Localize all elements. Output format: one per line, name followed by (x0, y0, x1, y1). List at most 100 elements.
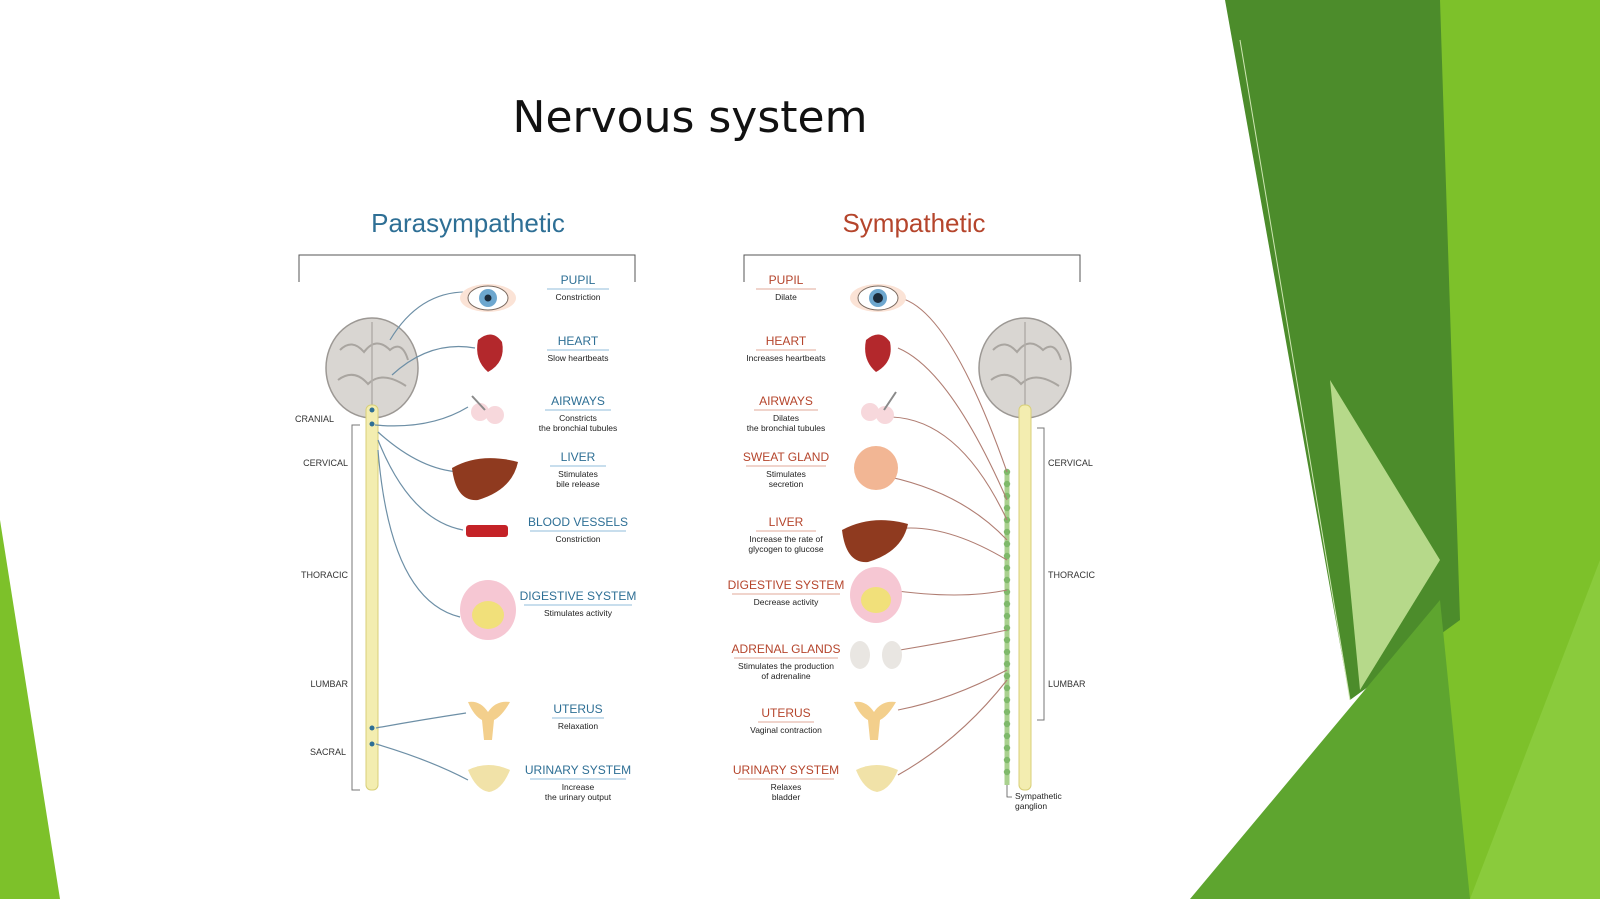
svg-text:DIGESTIVE SYSTEM: DIGESTIVE SYSTEM (520, 589, 637, 603)
ganglion-node (1003, 636, 1011, 644)
ganglion-node (1003, 480, 1011, 488)
adrenal-glands-icon (850, 641, 902, 669)
svg-text:Decrease activity: Decrease activity (754, 597, 819, 607)
organ-label-digestive-system: DIGESTIVE SYSTEM Stimulates activity (520, 589, 637, 618)
digestive-icon (460, 580, 516, 640)
ganglion-node (1003, 660, 1011, 668)
segment-label: LUMBAR (1048, 679, 1086, 689)
segment-label: THORACIC (1048, 570, 1096, 580)
nervous-system-diagram: Parasympathetic CRANIAL CERVICAL THORACI… (295, 208, 1096, 811)
ganglion-node (1003, 708, 1011, 716)
ganglion-node (1003, 696, 1011, 704)
svg-text:AIRWAYS: AIRWAYS (759, 394, 813, 408)
ganglion-label: ganglion (1015, 801, 1047, 811)
svg-text:HEART: HEART (766, 334, 807, 348)
sympathetic-bracket (743, 254, 1081, 282)
svg-text:AIRWAYS: AIRWAYS (551, 394, 605, 408)
svg-text:URINARY SYSTEM: URINARY SYSTEM (733, 763, 839, 777)
bladder-icon (468, 765, 510, 792)
organ-label-urinary-system: URINARY SYSTEM Increase the urinary outp… (525, 763, 631, 802)
ganglion-node (1003, 624, 1011, 632)
brain-icon (978, 317, 1072, 419)
spinal-cord (365, 404, 379, 791)
sympathetic-organ-labels: PUPIL Dilate HEART Increases heartbeats … (728, 273, 845, 802)
heart-icon (865, 334, 891, 372)
organ-label-uterus: UTERUS Relaxation (552, 702, 604, 731)
svg-text:URINARY SYSTEM: URINARY SYSTEM (525, 763, 631, 777)
svg-text:Slow heartbeats: Slow heartbeats (548, 353, 609, 363)
right-green-mid-shape (1190, 600, 1470, 899)
svg-text:Increases heartbeats: Increases heartbeats (746, 353, 825, 363)
svg-text:the bronchial tubules: the bronchial tubules (539, 423, 617, 433)
svg-text:Constricts: Constricts (559, 413, 597, 423)
svg-text:bladder: bladder (772, 792, 801, 802)
digestive-icon (850, 567, 902, 623)
svg-text:PUPIL: PUPIL (561, 273, 596, 287)
sympathetic-title: Sympathetic (842, 208, 985, 238)
svg-text:Constriction: Constriction (556, 292, 601, 302)
svg-text:SWEAT GLAND: SWEAT GLAND (743, 450, 830, 464)
parasympathetic-bracket (298, 254, 636, 282)
segment-label: CERVICAL (1048, 458, 1093, 468)
liver-icon (842, 520, 908, 563)
ganglion-node (1003, 576, 1011, 584)
ganglion-node (1003, 612, 1011, 620)
organ-label-sweat-gland: SWEAT GLAND Stimulates secretion (743, 450, 830, 489)
svg-text:BLOOD VESSELS: BLOOD VESSELS (528, 515, 628, 529)
ganglion-node (1003, 768, 1011, 776)
ganglion-node (1003, 672, 1011, 680)
right-green-pale-shape (1330, 380, 1440, 690)
svg-text:ADRENAL GLANDS: ADRENAL GLANDS (732, 642, 841, 656)
sympathetic-panel: Sympathetic CERVICAL THORACIC LUMBAR Sym… (728, 208, 1096, 811)
ganglion-node (1003, 648, 1011, 656)
segment-label: CERVICAL (303, 458, 348, 468)
svg-text:Vaginal contraction: Vaginal contraction (750, 725, 822, 735)
svg-text:the bronchial tubules: the bronchial tubules (747, 423, 825, 433)
svg-text:UTERUS: UTERUS (553, 702, 602, 716)
ganglion-node (1003, 600, 1011, 608)
svg-text:HEART: HEART (558, 334, 599, 348)
ganglion-node (1003, 504, 1011, 512)
organ-label-pupil: PUPIL Constriction (547, 273, 609, 302)
svg-text:Increase the rate of: Increase the rate of (749, 534, 823, 544)
ganglion-node (1003, 564, 1011, 572)
organ-label-airways: AIRWAYS Constricts the bronchial tubules (539, 394, 617, 433)
eye-icon (850, 284, 906, 312)
svg-text:Constriction: Constriction (556, 534, 601, 544)
parasympathetic-nerves (374, 291, 476, 781)
spine-bracket (1037, 427, 1045, 721)
segment-label: LUMBAR (310, 679, 348, 689)
ganglion-node (1003, 528, 1011, 536)
svg-text:glycogen to glucose: glycogen to glucose (748, 544, 823, 554)
ganglion-node (1003, 588, 1011, 596)
right-green-bright-shape (1470, 560, 1600, 899)
parasympathetic-title: Parasympathetic (371, 208, 565, 238)
uterus-icon (468, 701, 510, 740)
heart-icon (477, 334, 503, 372)
svg-text:Stimulates activity: Stimulates activity (544, 608, 613, 618)
spine-bracket (351, 424, 360, 791)
uterus-icon (854, 701, 896, 740)
organ-label-airways: AIRWAYS Dilates the bronchial tubules (747, 394, 825, 433)
airways-icon (861, 391, 897, 424)
segment-label: CRANIAL (295, 414, 334, 424)
parasympathetic-organ-labels: PUPIL Constriction HEART Slow heartbeats… (520, 273, 637, 802)
ganglion-node (1003, 756, 1011, 764)
svg-text:Dilates: Dilates (773, 413, 799, 423)
svg-text:LIVER: LIVER (769, 515, 804, 529)
segment-label: SACRAL (310, 747, 346, 757)
organ-label-urinary-system: URINARY SYSTEM Relaxes bladder (733, 763, 839, 802)
sweat-gland-icon (854, 446, 898, 490)
svg-text:Stimulates: Stimulates (766, 469, 806, 479)
eye-icon (460, 284, 516, 312)
svg-text:Relaxation: Relaxation (558, 721, 598, 731)
svg-text:the urinary output: the urinary output (545, 792, 612, 802)
segment-label: THORACIC (301, 570, 349, 580)
brain-icon (325, 317, 419, 419)
organ-label-adrenal-glands: ADRENAL GLANDS Stimulates the production… (732, 642, 841, 681)
organ-label-pupil: PUPIL Dilate (756, 273, 816, 302)
left-green-shape (0, 520, 60, 899)
svg-text:LIVER: LIVER (561, 450, 596, 464)
ganglion-pointer (1006, 785, 1012, 798)
